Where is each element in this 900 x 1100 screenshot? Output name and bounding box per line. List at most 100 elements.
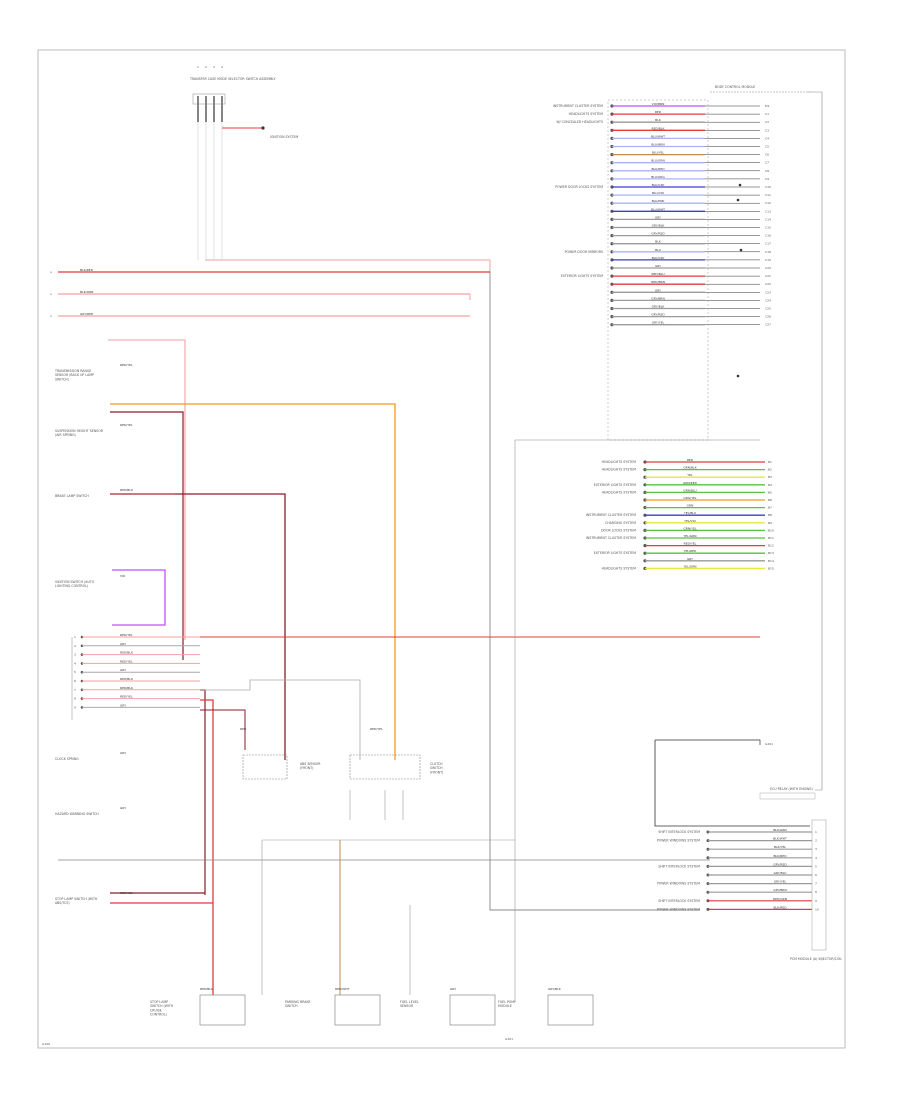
pin-number: C19 <box>765 258 771 262</box>
bottom-component-label: CONTROL) <box>150 1013 167 1017</box>
violet-wire <box>112 569 166 626</box>
harness-pin: 3 <box>74 653 76 657</box>
destination-label: HEADLIGHTS SYSTEM <box>569 112 604 116</box>
ground-label: G100 <box>42 1042 50 1046</box>
bottom-component-box <box>334 994 381 1026</box>
pin-number: C14 <box>765 217 771 221</box>
destination-label: SHIFT INTERLOCK SYSTEM <box>658 899 700 903</box>
harness-wire-label: RED/BLK <box>120 677 134 681</box>
wire-color-label: BLU/BRN <box>651 143 664 147</box>
wire-color-label: GRY/BLK <box>652 305 666 309</box>
pin-number: B15 <box>768 566 774 570</box>
pin-number: 9 <box>815 899 817 903</box>
destination-label: INSTRUMENT CLUSTER SYSTEM <box>553 104 603 108</box>
bus-feed-wire <box>489 272 700 911</box>
component-label: BRAKE LAMP SWITCH <box>55 494 89 498</box>
ground-label: G301 <box>505 1037 513 1041</box>
harness-wire-label: RED/YEL <box>120 659 133 663</box>
destination-label: POWER WINDOWS SYSTEM <box>657 907 700 911</box>
harness-wire-label: GRY <box>120 642 126 646</box>
pin-number: C2 <box>765 120 769 124</box>
pin-number: 10 <box>815 907 819 911</box>
pin-number: B1 <box>768 460 772 464</box>
gray-harness <box>200 679 361 760</box>
bcm-connector-label: BODY CONTROL MODULE <box>715 85 755 89</box>
pin-number: C20 <box>765 266 771 270</box>
harness-wire-label: RED/YEL <box>120 695 133 699</box>
pcm-connector-label: PCM MODULE (A) INJECTOR/COIL <box>790 957 842 961</box>
destination-label: POWER DOOR LOCKS SYSTEM <box>555 185 603 189</box>
wire-color-label: YEL/GRN <box>683 534 696 538</box>
bus-label: BLK/ORN <box>80 290 93 294</box>
pin-number: B12 <box>768 544 774 548</box>
bus-start: o <box>50 314 52 318</box>
destination-label: EXTERIOR LIGHTS SYSTEM <box>594 551 637 555</box>
wire-color-label: GRN <box>687 504 694 508</box>
pin-number: C9 <box>765 177 769 181</box>
bottom-component-box <box>449 994 496 1026</box>
abs-wire-label: RED <box>240 727 247 731</box>
pin-number: C17 <box>765 242 771 246</box>
wire-color-label: GRY <box>655 264 661 268</box>
pin-number: B9 <box>768 521 772 525</box>
pin-number: B13 <box>768 551 774 555</box>
bottom-component-wire-label: GRY <box>450 987 456 991</box>
splice-dot <box>736 374 740 378</box>
component-wire-label: RED/YEL <box>120 363 133 367</box>
drop-wire <box>200 689 206 895</box>
wire-color-label: BLU/WHT <box>651 134 665 138</box>
wire-color-label: BLU/ORG <box>651 175 665 179</box>
component-label: (AIR SPRING) <box>55 433 76 437</box>
clutch-switch-label: CLUTCH <box>430 762 443 766</box>
relay-box <box>759 792 816 800</box>
pin-number: 2 <box>815 839 817 843</box>
bottom-component-label: STOP LAMP <box>150 1000 168 1004</box>
pin-number: C5 <box>765 145 769 149</box>
pin-number: C24 <box>765 298 771 302</box>
pin-number: 3 <box>815 847 817 851</box>
pin-number: C27 <box>765 323 771 327</box>
harness-pin: 9 <box>74 705 76 709</box>
wire-color-label: BLU/YEL <box>652 151 665 155</box>
component-label: LIGHTING CONTROL) <box>55 584 88 588</box>
component-wire-label: RED/BLK <box>120 488 134 492</box>
pin-number: B7 <box>768 506 772 510</box>
pin-number: C3 <box>765 128 769 132</box>
splice-dot <box>736 198 740 202</box>
destination-label: POWER WINDOWS SYSTEM <box>657 839 700 843</box>
wire-color-label: YEL/GRN <box>683 564 696 568</box>
relay-label: ECU RELAY (WITH ENGINE) <box>770 787 813 791</box>
clutch-switch-box <box>349 754 421 780</box>
destination-label: HEADLIGHTS SYSTEM <box>602 468 637 472</box>
pin-number: C4 <box>765 136 769 140</box>
top-switch-pin: 4 <box>221 65 223 69</box>
bottom-component-label: PARKING BRAKE <box>285 1000 311 1004</box>
pin-number: M1 <box>765 104 770 108</box>
bus-label: BLK/RED <box>80 268 94 272</box>
harness-wire-label: RED/BLK <box>120 651 134 655</box>
pin-number: 4 <box>815 856 817 860</box>
pin-number: B14 <box>768 559 774 563</box>
wire-color-label: RED/BLU <box>651 272 664 276</box>
pin-number: 1 <box>815 830 817 834</box>
pin-number: C7 <box>765 161 769 165</box>
wire-color-label: BLK/GRN <box>773 828 786 832</box>
wire-color-label: RED/YEL <box>684 542 697 546</box>
harness-pin: 7 <box>74 688 76 692</box>
wire-color-label: GRY <box>655 215 661 219</box>
terminal-dot <box>261 126 265 130</box>
abs-sensor-box <box>242 754 288 780</box>
bottom-component-label: SENSOR <box>400 1004 414 1008</box>
destination-label: HEADLIGHTS SYSTEM <box>602 566 637 570</box>
pin-number: 8 <box>815 890 817 894</box>
pin-number: C25 <box>765 307 771 311</box>
bus-label: GRY/RED <box>80 312 94 316</box>
bottom-component-label: FUEL PUMP <box>498 1000 516 1004</box>
drop-wire <box>200 709 246 750</box>
pin-number: B4 <box>768 483 772 487</box>
top-destination-label: IGNITION SYSTEM <box>270 135 298 139</box>
pin-number: C21 <box>765 274 771 278</box>
ground-label: G201 <box>765 742 773 746</box>
bus-start: o <box>50 270 52 274</box>
